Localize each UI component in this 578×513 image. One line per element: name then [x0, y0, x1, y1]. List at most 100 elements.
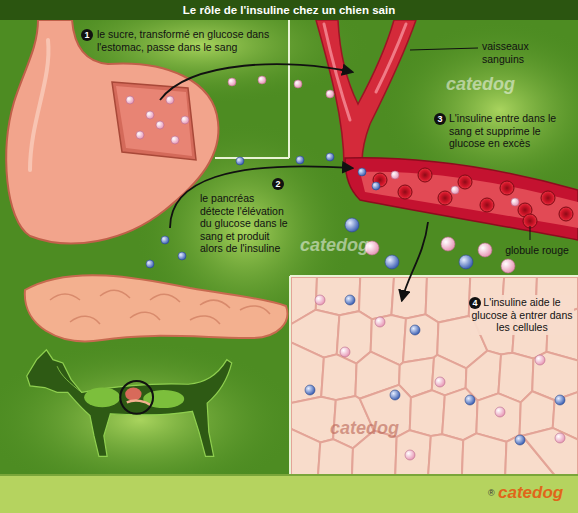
- cell-panel: [290, 276, 578, 475]
- vessel-lumen: [360, 172, 578, 228]
- cell: [291, 429, 320, 475]
- cell: [391, 277, 427, 319]
- flow-arrow: [160, 64, 352, 100]
- cell: [410, 390, 445, 436]
- insulin-molecule: [459, 255, 473, 269]
- registered-mark: ®: [488, 488, 495, 498]
- insulin-molecule: [178, 252, 186, 260]
- glucose-molecule: [451, 186, 459, 194]
- glucose-molecule: [340, 347, 350, 357]
- zoom-circle: [120, 381, 153, 414]
- callout-number: 2: [272, 178, 284, 190]
- callout-text: le pancréas détecte l'élévation du gluco…: [200, 192, 288, 255]
- cell: [442, 388, 477, 440]
- part-label: globule rouge: [503, 244, 571, 257]
- callout-text: L'insuline entre dans le sang et supprim…: [449, 112, 574, 150]
- insulin-molecule: [345, 295, 355, 305]
- insulin-molecule: [326, 153, 334, 161]
- leader-line: [410, 48, 478, 50]
- insulin-molecule: [146, 260, 154, 268]
- callout-number: 3: [434, 113, 446, 125]
- glucose-molecule: [435, 377, 445, 387]
- panel-divider: [215, 157, 289, 159]
- insulin-molecule: [296, 156, 304, 164]
- red-blood-cell: [418, 168, 432, 182]
- cell: [428, 434, 463, 475]
- dog-organ: [84, 388, 120, 408]
- glucose-molecule: [146, 111, 154, 119]
- glucose-molecule: [181, 116, 189, 124]
- stomach-cutaway: [112, 82, 196, 160]
- glucose-molecule: [535, 355, 545, 365]
- red-blood-cell: [480, 198, 494, 212]
- vessel-highlight: [324, 24, 406, 120]
- glucose-molecule: [156, 121, 164, 129]
- dog-pancreas: [127, 401, 152, 406]
- red-blood-cell: [523, 214, 537, 228]
- insulin-molecule: [465, 395, 475, 405]
- red-blood-cell: [438, 191, 452, 205]
- cells: [291, 277, 578, 475]
- stomach: [6, 20, 218, 244]
- bottom-strip: [0, 475, 578, 513]
- stomach-interior: [116, 86, 192, 156]
- strip-border: [0, 474, 578, 476]
- insulin-molecule: [385, 255, 399, 269]
- glucose-molecule: [136, 131, 144, 139]
- dog-silhouette: [27, 350, 232, 457]
- insulin-molecule: [161, 236, 169, 244]
- glucose-molecule: [391, 171, 399, 179]
- title: Le rôle de l'insuline chez un chien sain: [0, 0, 578, 20]
- watermark: catedog: [300, 235, 369, 256]
- panel-divider: [289, 276, 291, 475]
- dog-stomach: [125, 388, 141, 401]
- cell: [426, 277, 471, 322]
- insulin-molecule: [555, 395, 565, 405]
- insulin-molecule: [410, 325, 420, 335]
- glucose-molecule: [326, 90, 334, 98]
- cell: [318, 439, 353, 475]
- cell: [395, 430, 431, 475]
- glucose-molecule: [315, 295, 325, 305]
- insulin-molecule: [345, 218, 359, 232]
- glucose-molecule: [258, 76, 266, 84]
- callout-text: L'insuline aide le glucose à entrer dans…: [470, 295, 574, 335]
- glucose-molecule: [405, 450, 415, 460]
- dog-vessel: [57, 366, 82, 392]
- insulin-molecule: [372, 182, 380, 190]
- insulin-molecule: [236, 157, 244, 165]
- insulin-molecule: [358, 168, 366, 176]
- glucose-molecule: [478, 243, 492, 257]
- panel-divider: [288, 20, 290, 158]
- cell: [291, 342, 324, 403]
- callout-number: 4: [469, 297, 481, 309]
- glucose-molecule: [126, 96, 134, 104]
- cell: [403, 314, 438, 362]
- glucose-molecule: [171, 136, 179, 144]
- insulin-molecule: [390, 390, 400, 400]
- red-blood-cell: [458, 175, 472, 189]
- glucose-molecule: [375, 317, 385, 327]
- glucose-molecule: [501, 259, 515, 273]
- cell: [316, 277, 360, 315]
- red-blood-cell: [500, 181, 514, 195]
- glucose-molecule: [441, 237, 455, 251]
- pancreas: [25, 275, 288, 341]
- glucose-molecule: [166, 96, 174, 104]
- cell: [359, 277, 394, 319]
- watermark: catedog: [330, 418, 399, 439]
- red-blood-cell: [541, 191, 555, 205]
- part-label: vaisseaux sanguins: [482, 40, 562, 65]
- cell: [321, 354, 356, 400]
- watermark: catedog: [446, 74, 515, 95]
- flow-arrow: [402, 222, 428, 300]
- insulin-molecule: [305, 385, 315, 395]
- blood-vessel: [316, 20, 416, 166]
- glucose-molecule: [555, 433, 565, 443]
- glucose-molecule: [228, 78, 236, 86]
- red-blood-cell: [559, 207, 573, 221]
- red-blood-cell: [398, 185, 412, 199]
- cell: [462, 433, 506, 475]
